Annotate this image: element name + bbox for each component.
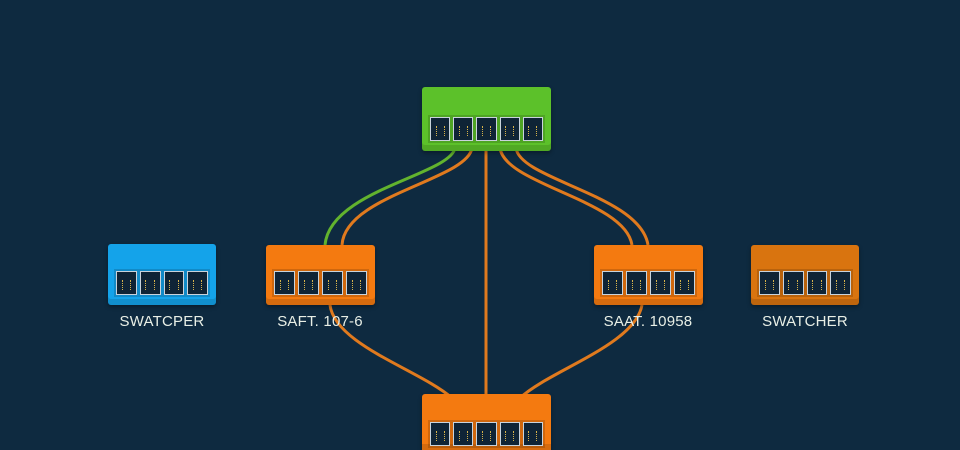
- core-switch[interactable]: [422, 87, 551, 151]
- port-icon: [674, 271, 695, 295]
- left-switch-label: SAFT. 107-6: [277, 313, 363, 330]
- far-right-switch-ports: [757, 269, 853, 297]
- port-icon: [830, 271, 851, 295]
- core-switch-ports: [428, 115, 545, 143]
- port-icon: [499, 117, 520, 141]
- left-switch-ports: [272, 269, 369, 297]
- link-right-bottom: [518, 304, 644, 400]
- right-switch[interactable]: [594, 245, 703, 305]
- port-icon: [453, 422, 474, 446]
- port-icon: [187, 271, 208, 295]
- link-core-right-a: [498, 147, 634, 246]
- port-icon: [476, 117, 497, 141]
- port-icon: [346, 271, 367, 295]
- far-left-switch-ports: [114, 269, 210, 297]
- right-switch-ports: [600, 269, 697, 297]
- far-right-switch[interactable]: [751, 245, 859, 305]
- port-icon: [139, 271, 161, 295]
- port-icon: [298, 271, 319, 295]
- far-right-switch-label: SWATCHER: [762, 313, 848, 330]
- bottom-switch[interactable]: [422, 394, 551, 450]
- port-icon: [602, 271, 623, 295]
- bottom-switch-ports: [428, 420, 545, 448]
- port-icon: [782, 271, 804, 295]
- port-icon: [274, 271, 295, 295]
- link-left-bottom: [328, 304, 453, 400]
- far-left-switch-label: SWATCPER: [119, 313, 205, 330]
- port-icon: [116, 271, 137, 295]
- port-icon: [499, 422, 520, 446]
- link-core-left-orange: [340, 147, 474, 246]
- port-icon: [626, 271, 647, 295]
- far-left-switch[interactable]: [108, 244, 216, 305]
- port-icon: [806, 271, 828, 295]
- port-icon: [322, 271, 343, 295]
- port-icon: [522, 422, 544, 446]
- port-icon: [430, 422, 451, 446]
- port-icon: [650, 271, 671, 295]
- port-icon: [430, 117, 451, 141]
- port-icon: [453, 117, 474, 141]
- port-icon: [476, 422, 497, 446]
- link-core-left-green: [323, 147, 457, 246]
- port-icon: [163, 271, 185, 295]
- left-switch[interactable]: [266, 245, 375, 305]
- link-core-right-b: [514, 147, 650, 246]
- port-icon: [759, 271, 780, 295]
- port-icon: [522, 117, 544, 141]
- right-switch-label: SAAT. 10958: [603, 313, 693, 330]
